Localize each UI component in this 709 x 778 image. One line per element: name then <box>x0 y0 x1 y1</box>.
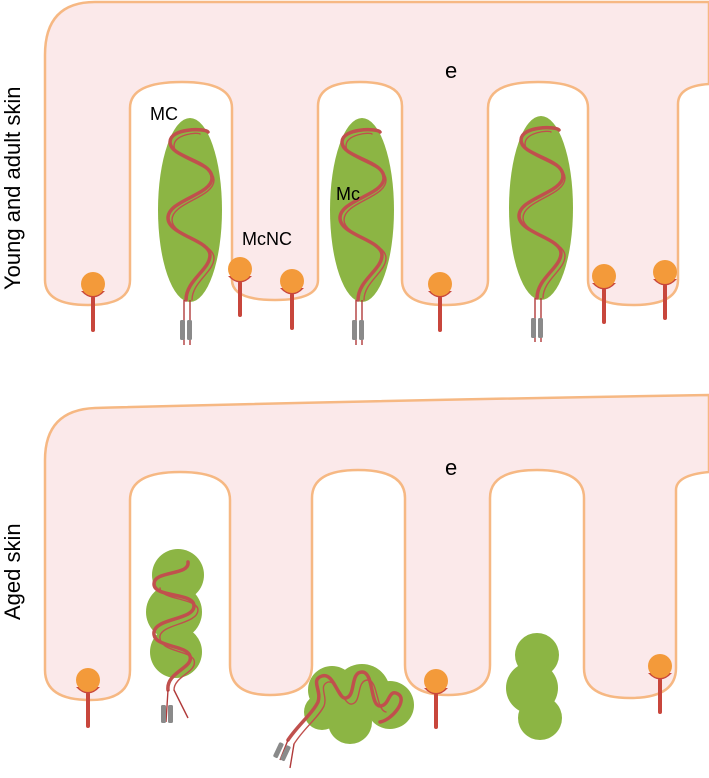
meissner-corpuscle <box>330 118 394 345</box>
label-epidermis-aged: e <box>445 455 457 480</box>
label-merkel-nerve-complex: McNC <box>242 229 292 249</box>
panel-young-adult: e MC McNC Mc <box>0 0 709 345</box>
merkel-cell <box>424 669 448 729</box>
meissner-corpuscle-aged <box>146 549 204 723</box>
myelin-sheath <box>273 742 284 759</box>
myelin-sheath <box>352 320 357 340</box>
panel-aged: e <box>0 393 709 769</box>
merkel-cell <box>648 654 672 714</box>
meissner-corpuscle <box>158 118 222 345</box>
merkel-cell <box>428 272 452 332</box>
panel-label-aged: Aged skin <box>0 523 25 620</box>
label-meissner-corpuscle: MC <box>150 104 178 124</box>
epidermis-top <box>43 0 709 307</box>
myelin-sheath <box>161 705 166 723</box>
meissner-corpuscle <box>509 116 573 342</box>
merkel-cell <box>592 264 616 324</box>
merkel-cell <box>653 260 677 320</box>
epidermis-bottom <box>43 393 709 702</box>
panel-label-young-adult: Young and adult skin <box>0 87 25 290</box>
meissner-corpuscle-aged <box>273 664 414 769</box>
merkel-cell <box>76 668 100 728</box>
myelin-sheath <box>180 320 185 340</box>
label-meissner-corpuscle-inner: Mc <box>336 184 360 204</box>
merkel-cell <box>81 272 105 332</box>
label-epidermis: e <box>445 58 457 83</box>
denervated-corpuscle <box>506 633 562 740</box>
myelin-sheath <box>531 318 536 338</box>
merkel-cell <box>228 257 252 317</box>
merkel-cell <box>280 269 304 330</box>
